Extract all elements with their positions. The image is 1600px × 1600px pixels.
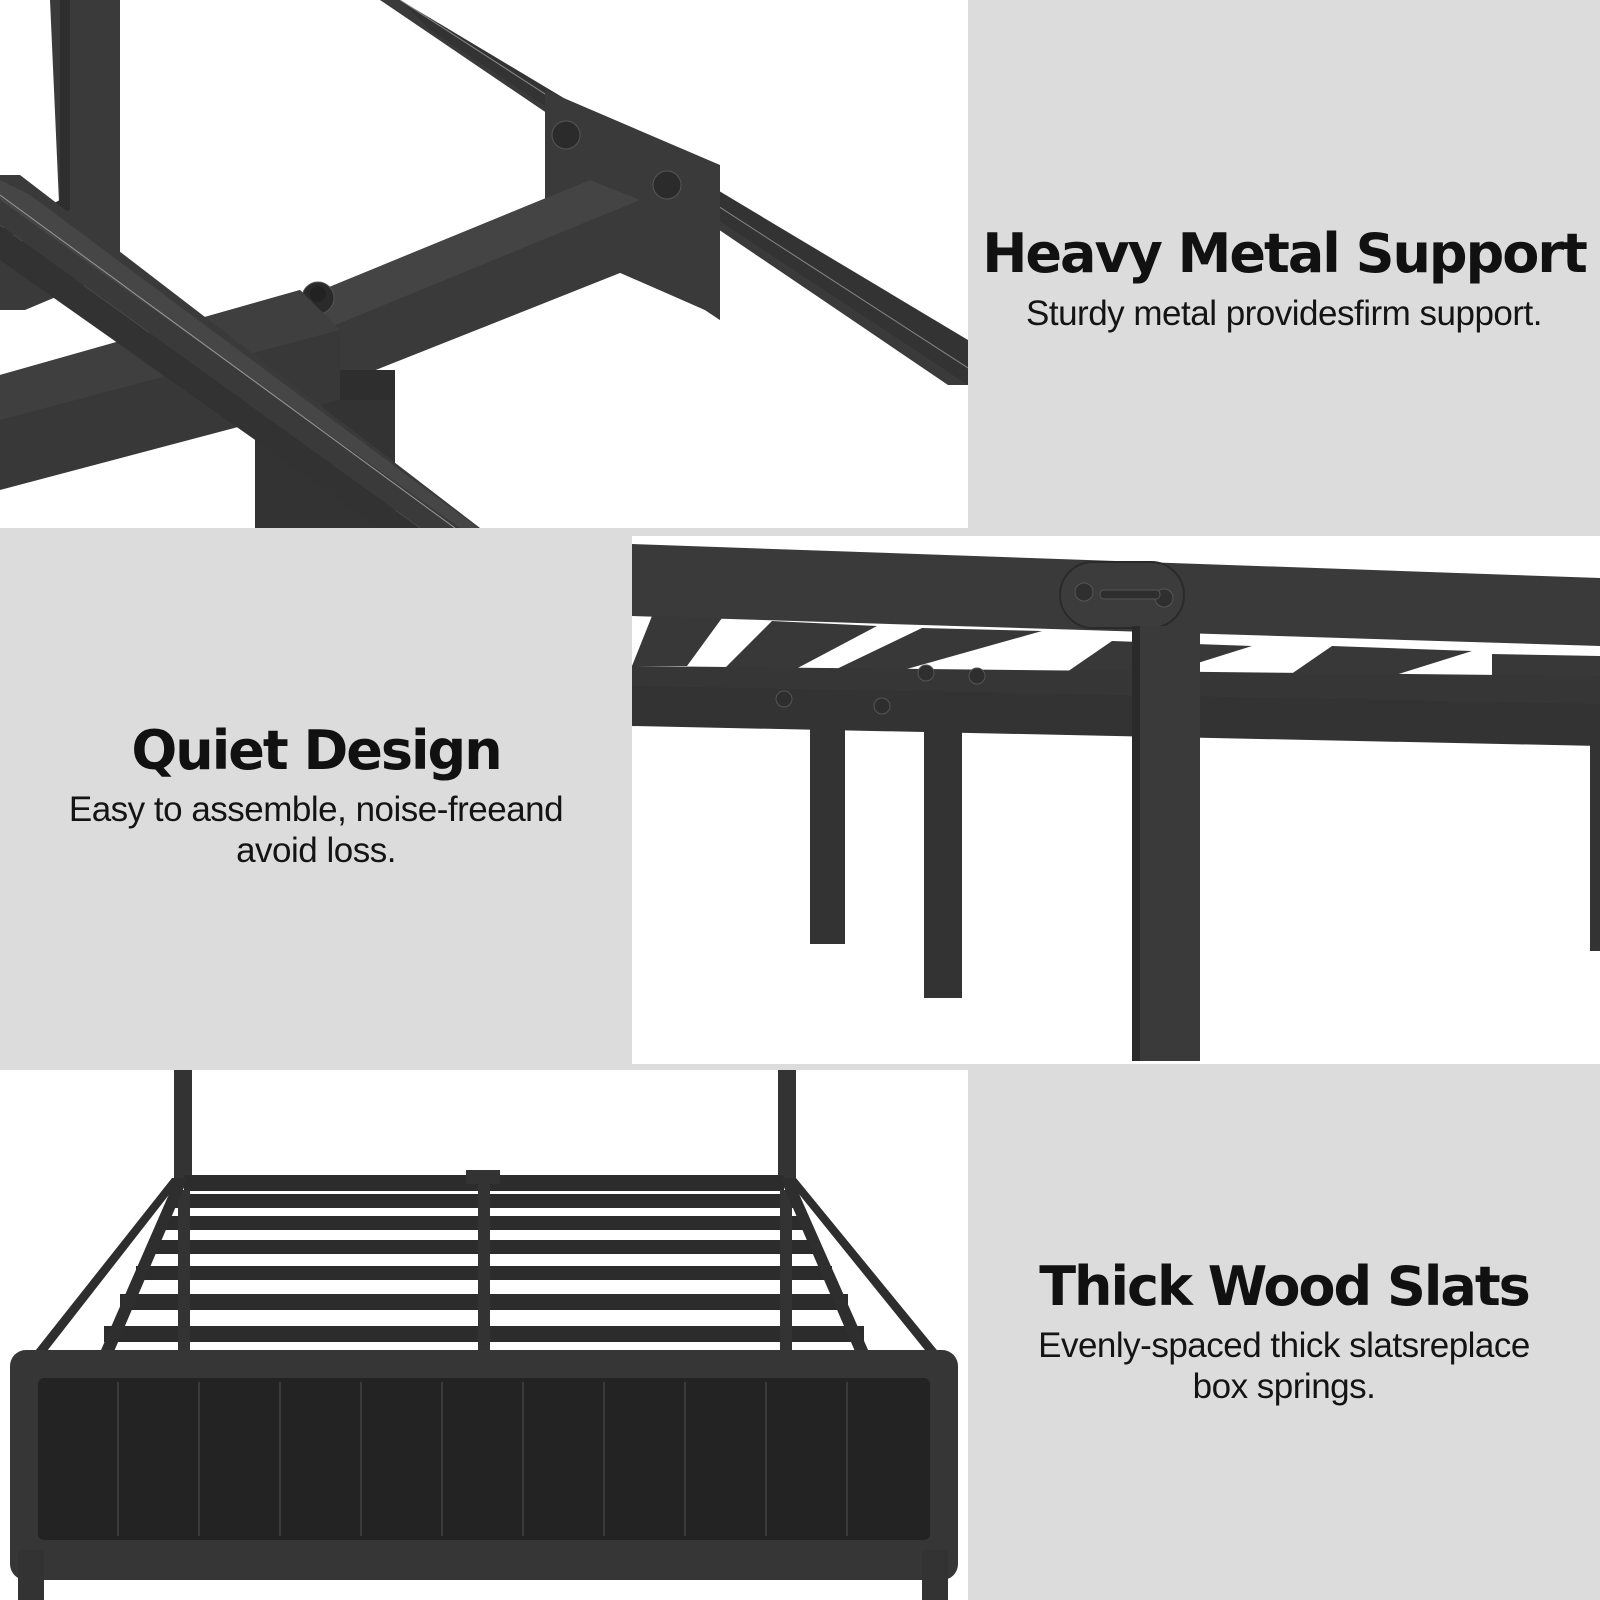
heavy-metal-support-image bbox=[0, 0, 968, 528]
bed-frame-side-illustration bbox=[632, 544, 1600, 1061]
bed-frame-joint-illustration bbox=[0, 0, 968, 528]
quiet-design-image bbox=[632, 536, 1600, 1064]
thick-wood-slats-image bbox=[0, 1070, 968, 1600]
thick-wood-slats-section: Thick Wood Slats Evenly-spaced thick sla… bbox=[968, 1064, 1600, 1600]
quiet-design-section: Quiet Design Easy to assemble, noise-fre… bbox=[0, 528, 632, 1064]
feature-description-line-2: avoid loss. bbox=[236, 830, 396, 870]
feature-description-line-2: box springs. bbox=[1192, 1366, 1376, 1406]
feature-description: Sturdy metal providesfirm support. bbox=[1026, 293, 1542, 333]
feature-description-line-1: Easy to assemble, noise-freeand bbox=[68, 790, 564, 830]
heavy-metal-support-section: Heavy Metal Support Sturdy metal provide… bbox=[968, 0, 1600, 528]
feature-title: Quiet Design bbox=[131, 719, 502, 783]
feature-title: Thick Wood Slats bbox=[1039, 1255, 1531, 1319]
feature-title: Heavy Metal Support bbox=[982, 222, 1588, 286]
bed-frame-full-illustration bbox=[10, 1070, 958, 1600]
feature-description-line-1: Evenly-spaced thick slatsreplace bbox=[1038, 1326, 1530, 1366]
